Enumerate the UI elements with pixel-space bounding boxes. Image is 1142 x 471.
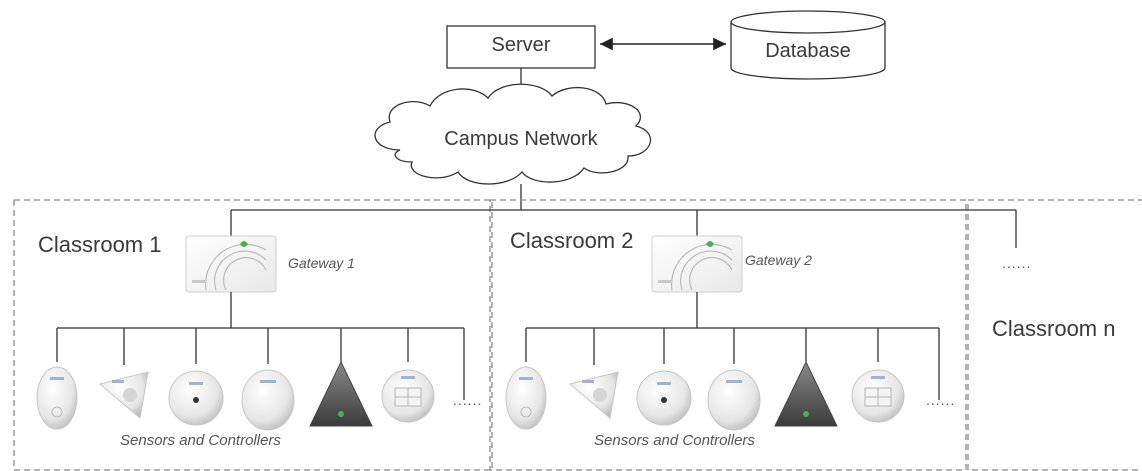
- classroom-2-boundary: [489, 199, 967, 471]
- classroom-n-more: ......: [1002, 255, 1032, 271]
- database-cylinder: [730, 10, 886, 80]
- gateway-1-icon: [185, 235, 277, 293]
- round-sensor-icon: [636, 370, 692, 426]
- pir-sensor-icon: [98, 371, 149, 419]
- panel-controller-icon: [381, 369, 435, 423]
- dome-sensor-icon: [241, 369, 295, 431]
- motion-sensor-icon: [505, 366, 547, 430]
- classroom-n-label: Classroom n: [992, 316, 1116, 341]
- database-label: Database: [765, 40, 851, 62]
- server-label: Server: [491, 34, 551, 56]
- classroom-2-device-drops: [525, 328, 940, 400]
- campus-network-cloud: [374, 83, 652, 185]
- round-sensor-icon: [168, 370, 224, 426]
- server-box: [446, 25, 596, 69]
- classroom-1-device-drops: [56, 328, 465, 400]
- pyramid-controller-icon: [309, 360, 373, 427]
- dome-sensor-icon: [707, 369, 761, 431]
- classroom-1-more-devices: ......: [453, 392, 483, 408]
- gateway-2-icon: [651, 235, 743, 293]
- classroom-2-devices-label: Sensors and Controllers: [594, 432, 755, 449]
- classroom-n-boundary: [967, 199, 1142, 471]
- campus-network-label: Campus Network: [444, 128, 598, 150]
- classroom-2-more-devices: ......: [926, 392, 956, 408]
- motion-sensor-icon: [36, 366, 78, 430]
- classroom-1-devices-label: Sensors and Controllers: [120, 432, 281, 449]
- classroom-1-label: Classroom 1: [38, 232, 162, 257]
- pir-sensor-icon: [568, 371, 619, 419]
- pyramid-controller-icon: [774, 360, 838, 427]
- gateway-1-label: Gateway 1: [288, 255, 355, 271]
- panel-controller-icon: [851, 369, 905, 423]
- classroom-1-boundary: [13, 199, 493, 471]
- gateway-2-label: Gateway 2: [745, 252, 812, 268]
- classroom-2-label: Classroom 2: [510, 228, 634, 253]
